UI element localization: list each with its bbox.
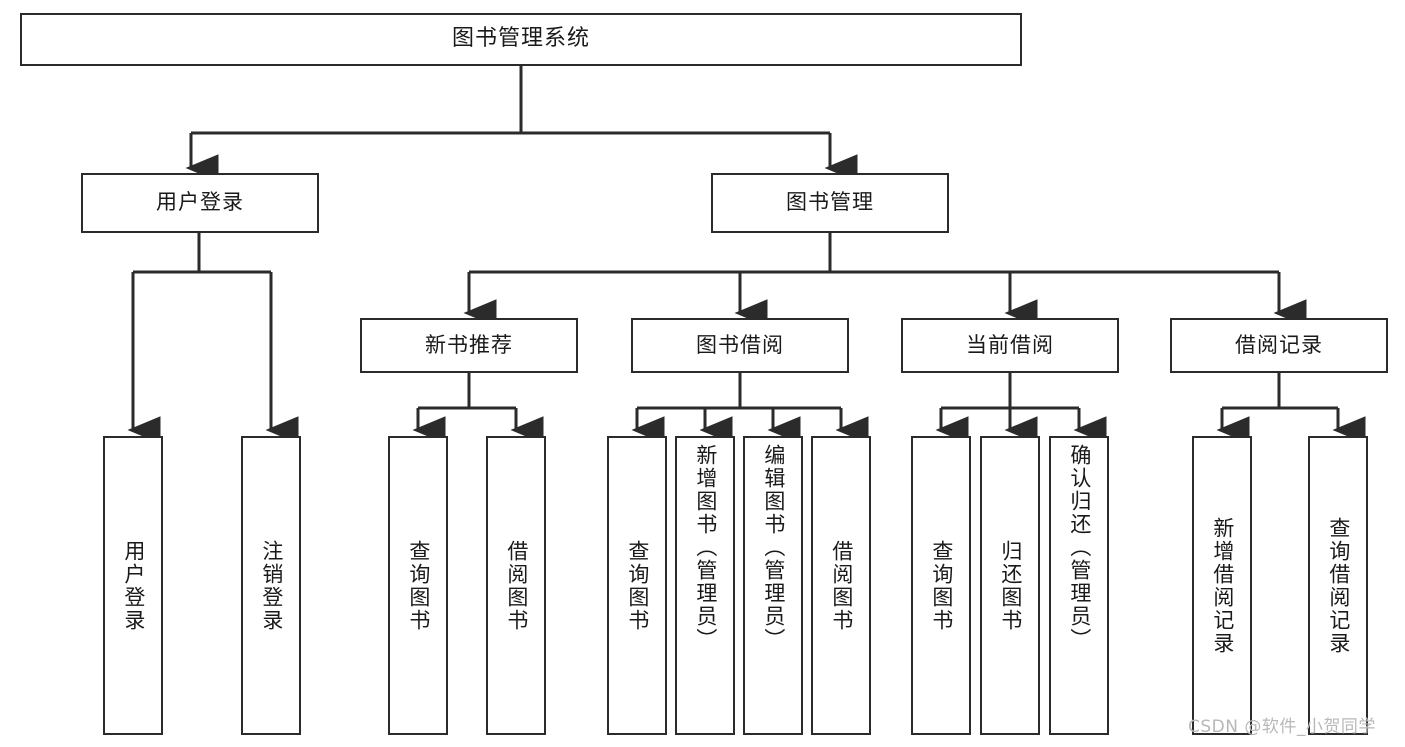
node-leaf-edit-book[interactable]: 编辑图书（管理员） [743,436,803,735]
csdn-watermark: CSDN @软件_小贺同学 [1188,717,1376,737]
node-leaf-query-record-label: 查询借阅记录 [1326,516,1351,655]
node-book-management[interactable]: 图书管理 [711,173,949,233]
node-leaf-edit-book-label: 编辑图书（管理员） [761,444,786,651]
node-leaf-confirm-return[interactable]: 确认归还（管理员） [1049,436,1109,735]
node-leaf-return-book-label: 归还图书 [998,539,1023,632]
node-user-login[interactable]: 用户登录 [81,173,319,233]
node-leaf-borrow-book-2-label: 借阅图书 [829,539,854,632]
node-leaf-user-login[interactable]: 用户登录 [103,436,163,735]
node-current-borrow[interactable]: 当前借阅 [901,318,1119,373]
node-borrow-record-label: 借阅记录 [1235,332,1323,357]
node-leaf-add-record[interactable]: 新增借阅记录 [1192,436,1252,735]
node-leaf-add-book-label: 新增图书（管理员） [693,444,718,651]
node-leaf-query-book-3-label: 查询图书 [929,539,954,632]
node-borrow-record[interactable]: 借阅记录 [1170,318,1388,373]
node-leaf-query-book-2-label: 查询图书 [625,539,650,632]
node-leaf-borrow-book-1[interactable]: 借阅图书 [486,436,546,735]
node-book-borrow[interactable]: 图书借阅 [631,318,849,373]
node-root-book-management-system[interactable]: 图书管理系统 [20,13,1022,66]
node-leaf-query-book-3[interactable]: 查询图书 [911,436,971,735]
node-leaf-borrow-book-1-label: 借阅图书 [504,539,529,632]
node-user-login-label: 用户登录 [156,190,244,215]
node-new-book-recommend[interactable]: 新书推荐 [360,318,578,373]
node-leaf-query-book-2[interactable]: 查询图书 [607,436,667,735]
node-leaf-query-book-1-label: 查询图书 [406,539,431,632]
node-leaf-user-login-label: 用户登录 [121,539,146,632]
node-current-borrow-label: 当前借阅 [966,332,1054,357]
node-new-book-recommend-label: 新书推荐 [425,332,513,357]
node-leaf-return-book[interactable]: 归还图书 [980,436,1040,735]
node-book-borrow-label: 图书借阅 [696,332,784,357]
node-leaf-add-record-label: 新增借阅记录 [1210,516,1235,655]
node-leaf-query-book-1[interactable]: 查询图书 [388,436,448,735]
node-leaf-add-book[interactable]: 新增图书（管理员） [675,436,735,735]
node-leaf-borrow-book-2[interactable]: 借阅图书 [811,436,871,735]
node-root-label: 图书管理系统 [451,26,590,52]
node-leaf-confirm-return-label: 确认归还（管理员） [1067,444,1092,651]
node-leaf-logout[interactable]: 注销登录 [241,436,301,735]
node-leaf-query-record[interactable]: 查询借阅记录 [1308,436,1368,735]
node-book-management-label: 图书管理 [786,190,874,215]
node-leaf-logout-label: 注销登录 [259,539,284,632]
